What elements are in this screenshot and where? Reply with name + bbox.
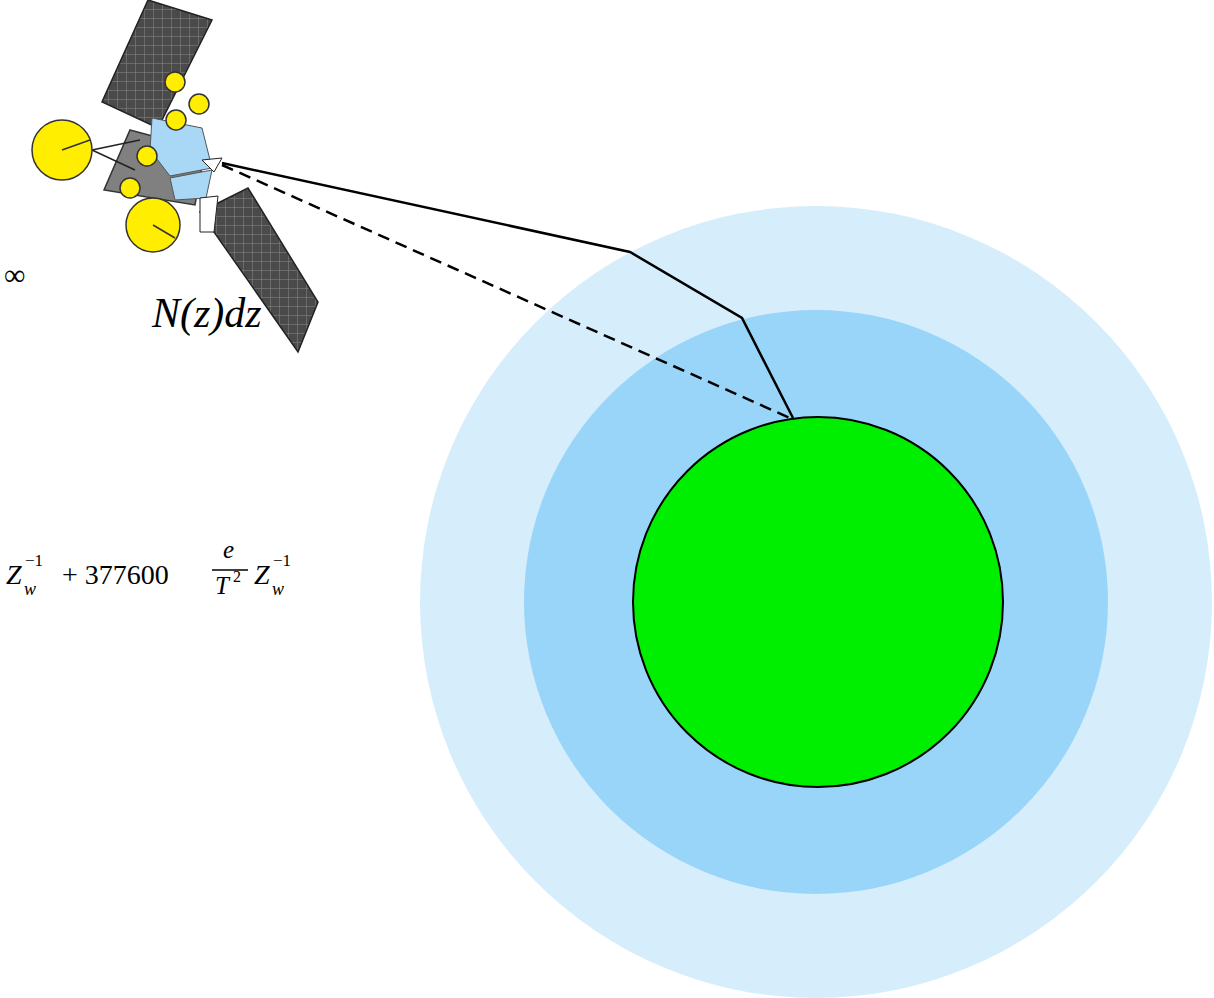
fraction-numerator: e: [223, 536, 234, 564]
formula-superscript: −1: [273, 552, 291, 571]
integrand: N(z)dz: [152, 290, 262, 336]
formula-term: + 377600: [62, 560, 169, 591]
integral-limit: ∞: [4, 258, 25, 291]
inner-atmosphere: [524, 310, 1108, 894]
formula-subscript: w: [24, 580, 36, 600]
outer-atmosphere: [420, 206, 1212, 998]
earth: [633, 417, 1003, 787]
formula-symbol: Z: [254, 560, 270, 591]
formula-subscript: w: [272, 580, 284, 600]
fraction-bar: [212, 569, 248, 571]
formula-superscript: −1: [25, 552, 43, 571]
fraction-denominator: T: [215, 572, 229, 600]
formula-symbol: Z: [6, 560, 22, 591]
formula-superscript: 2: [233, 568, 241, 586]
satellite: [32, 0, 318, 352]
